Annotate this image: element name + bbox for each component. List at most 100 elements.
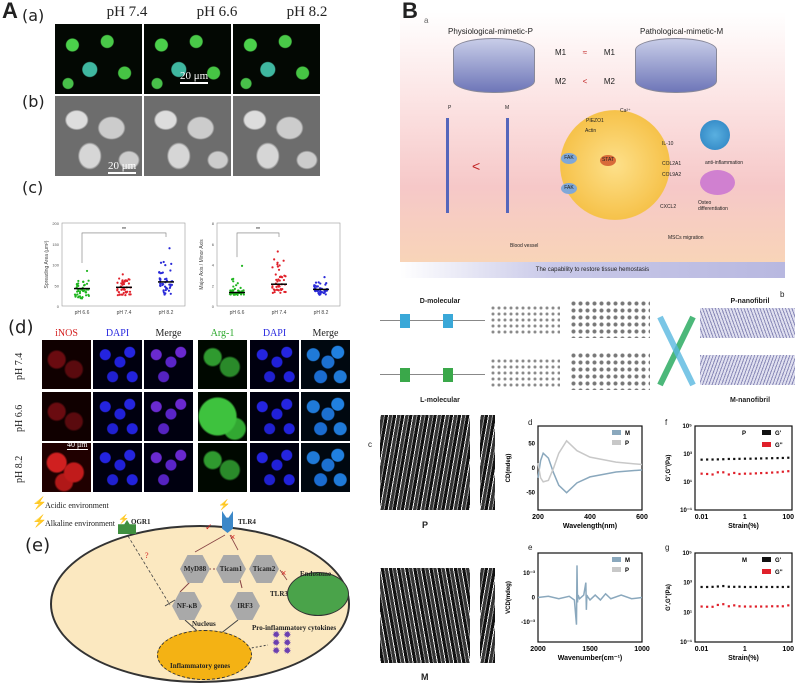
m2-compare: M2<M2 (555, 77, 615, 86)
y-axis-label: Major Axis / Minor Axis (199, 239, 205, 290)
data-point (124, 294, 127, 297)
data-point (275, 278, 278, 281)
data-point (116, 294, 119, 297)
data-point (727, 473, 730, 476)
data-point (233, 287, 237, 290)
crossover-arrows (657, 315, 696, 387)
data-point (284, 275, 287, 278)
data-point (781, 456, 784, 460)
data-point (123, 288, 126, 291)
data-point (278, 279, 281, 282)
data-point (787, 585, 790, 588)
data-point (161, 282, 164, 285)
anti-inflammation-label: anti-inflammation (705, 160, 744, 166)
data-point (733, 585, 736, 588)
channel-header: Arg-1 (210, 328, 235, 339)
series-line (537, 451, 643, 494)
data-point (716, 585, 719, 588)
x-tick-label: 100 (782, 646, 794, 653)
data-point (716, 603, 719, 607)
y-tick-label: 8 (212, 221, 215, 226)
endosome (287, 572, 349, 616)
data-point (168, 286, 172, 289)
y-tick-label: 10⁵ (683, 551, 693, 557)
m-nanofibril-label: M-nanofibril (729, 397, 771, 404)
data-point (74, 295, 77, 298)
y-axis-label: Spreading Area (μm²) (44, 240, 50, 288)
sub-a-label: a (424, 16, 429, 25)
y-axis-label: CD(mdeg) (506, 454, 512, 483)
data-point (78, 295, 82, 298)
x-tick-label: 0.01 (695, 646, 709, 653)
data-point (242, 289, 245, 292)
data-point (323, 276, 326, 279)
data-point (87, 279, 90, 282)
x-tick-label: pH 7.4 (272, 310, 287, 316)
data-point (274, 273, 277, 276)
sub-a-label: (a) (22, 6, 45, 25)
sub-e-label: (e) (25, 535, 51, 556)
legend-acidic: Acidic environment (45, 501, 109, 510)
data-point (282, 278, 286, 282)
series-line (537, 439, 643, 483)
mscs-migration-label: MSCs migration (668, 235, 704, 241)
data-point (711, 585, 714, 588)
confocal-image (198, 340, 247, 389)
data-point (315, 285, 318, 288)
blood-vessel-label: Blood vessel (510, 243, 539, 249)
data-point (279, 288, 282, 291)
y-tick-label: 10⁻³ (523, 570, 535, 577)
data-point (771, 605, 774, 608)
col2a1-label: COL2A1 (662, 161, 682, 167)
legend-swatch (762, 430, 771, 435)
x-tick-label: 1 (743, 514, 747, 521)
l-molecule-3d (490, 358, 560, 388)
y-tick-label: 100 (52, 263, 59, 268)
data-point (162, 260, 165, 264)
data-point (242, 293, 245, 296)
plot-frame (537, 425, 643, 511)
m2-label: M2 (603, 77, 615, 86)
channel-header: DAPI (105, 328, 130, 339)
sub-f-label: f (665, 418, 668, 427)
x-tick-label: 400 (584, 514, 596, 521)
x-tick-label: pH 7.4 (117, 310, 132, 316)
data-point (277, 268, 281, 271)
data-point (84, 291, 88, 294)
data-point (118, 277, 121, 280)
legend-swatch (612, 567, 621, 572)
nucleus (157, 630, 252, 680)
data-point (127, 282, 131, 285)
data-point (273, 258, 276, 261)
data-point (228, 293, 232, 296)
data-point (163, 278, 167, 281)
chart-title: M (742, 558, 747, 564)
data-point (76, 293, 79, 296)
less-symbol: < (472, 158, 481, 174)
hydrogel-p (453, 38, 535, 93)
data-point (771, 471, 774, 474)
data-point (163, 293, 166, 296)
data-point (234, 292, 237, 296)
data-point (121, 273, 124, 276)
legend-label: M (625, 558, 630, 564)
col-header: pH 7.4 (106, 4, 148, 20)
lightning-yellow-icon: ⚡ (118, 514, 130, 524)
legend-label: M (625, 431, 630, 437)
data-point (776, 605, 779, 608)
confocal-image (198, 443, 247, 492)
data-point (159, 261, 163, 264)
y-tick-label: 10⁵ (683, 424, 693, 430)
data-point (754, 457, 757, 460)
data-point (124, 290, 127, 293)
d-assembly-3d (570, 300, 650, 338)
legend-label: G' (775, 431, 782, 437)
y-tick-label: 150 (52, 242, 59, 247)
ticam2-node: Ticam2 (249, 555, 279, 583)
data-point (754, 472, 757, 475)
data-point (164, 286, 168, 289)
significance-bracket (81, 232, 167, 264)
data-point (82, 289, 85, 293)
irf3-node: IRF3 (230, 592, 260, 620)
fak-node: FAK (561, 153, 577, 164)
